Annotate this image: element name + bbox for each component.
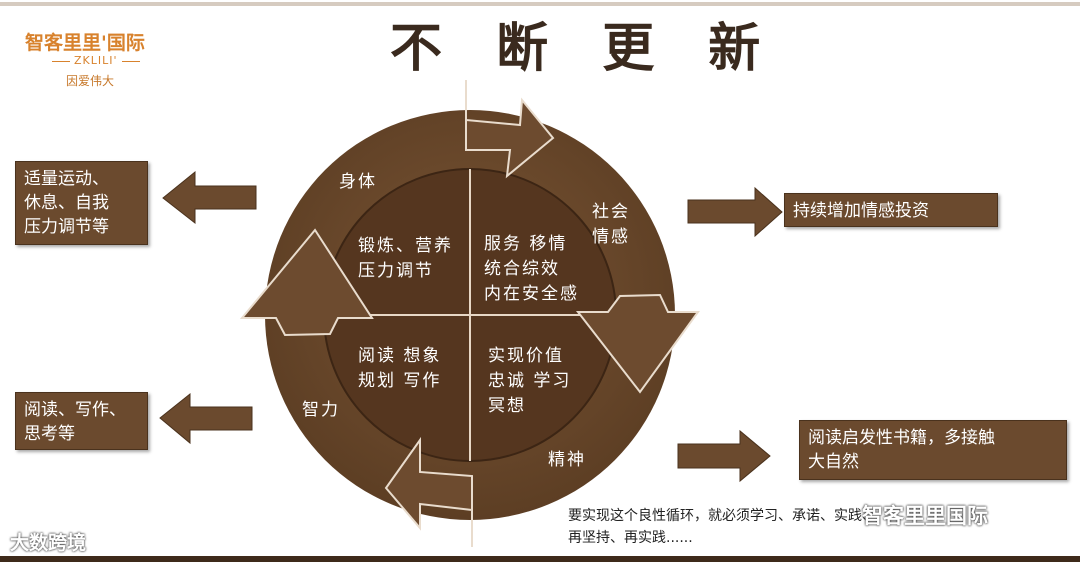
logo-subtext: ZKLILI' bbox=[48, 54, 144, 67]
box-line: 大自然 bbox=[808, 452, 859, 472]
box-line: 阅读、写作、 bbox=[24, 400, 126, 420]
footnote: 要实现这个良性循环，就必须学习、承诺、实践、 再坚持、再实践...... bbox=[568, 505, 898, 549]
cycle-arrow-left bbox=[239, 228, 374, 337]
quadrant-line: 规划 写作 bbox=[358, 371, 442, 391]
quadrant-top-left: 锻炼、营养 压力调节 bbox=[358, 234, 453, 284]
quadrant-line: 服务 移情 bbox=[484, 234, 568, 254]
side-box-intellect: 阅读、写作、 思考等 bbox=[15, 392, 148, 450]
cycle-label-spirit: 精神 bbox=[548, 450, 586, 470]
cycle-label-body: 身体 bbox=[339, 172, 377, 192]
box-line: 思考等 bbox=[24, 424, 75, 444]
page-title: 不 断 更 新 bbox=[390, 19, 779, 79]
box-line: 阅读启发性书籍，多接触 bbox=[808, 428, 995, 448]
arrow-right-social bbox=[687, 186, 783, 238]
footnote-line: 再坚持、再实践...... bbox=[568, 530, 693, 546]
quadrant-bottom-left: 阅读 想象 规划 写作 bbox=[358, 344, 441, 394]
box-line: 压力调节等 bbox=[24, 217, 109, 237]
cycle-arrow-bottom bbox=[384, 436, 473, 547]
bottom-border bbox=[0, 556, 1080, 562]
quadrant-line: 阅读 想象 bbox=[358, 346, 442, 366]
box-line: 休息、自我 bbox=[24, 193, 109, 213]
cycle-arrow-top bbox=[465, 80, 555, 179]
logo-tagline: 因爱伟大 bbox=[66, 74, 115, 88]
quadrant-line: 冥想 bbox=[488, 396, 526, 416]
arrow-left-body bbox=[162, 170, 257, 225]
quadrant-line: 统合综效 bbox=[484, 259, 560, 279]
logo-text: 智客里里'国际 bbox=[25, 32, 145, 54]
quadrant-line: 内在安全感 bbox=[484, 284, 579, 304]
side-box-social: 持续增加情感投资 bbox=[784, 193, 998, 227]
side-box-body: 适量运动、 休息、自我 压力调节等 bbox=[15, 161, 148, 245]
arrow-right-spirit bbox=[677, 429, 771, 483]
top-border bbox=[0, 2, 1080, 6]
box-line: 适量运动、 bbox=[24, 169, 109, 189]
quadrant-line: 锻炼、营养 bbox=[358, 236, 453, 256]
quadrant-line: 压力调节 bbox=[358, 261, 434, 281]
footnote-line: 要实现这个良性循环，就必须学习、承诺、实践、 bbox=[568, 508, 876, 524]
cycle-label-social: 社会情感 bbox=[592, 202, 630, 247]
quadrant-bottom-right: 实现价值 忠诚 学习 冥想 bbox=[488, 344, 571, 419]
watermark-right: 智客里里国际 bbox=[862, 504, 988, 528]
arrow-left-intellect bbox=[159, 392, 253, 445]
side-box-spirit: 阅读启发性书籍，多接触 大自然 bbox=[799, 420, 1067, 480]
watermark-left: 大数跨境 bbox=[10, 532, 87, 554]
quadrant-line: 实现价值 bbox=[488, 346, 564, 366]
box-line: 持续增加情感投资 bbox=[793, 201, 929, 221]
cycle-label-intellect: 智力 bbox=[302, 400, 340, 420]
quadrant-top-right: 服务 移情 统合综效 内在安全感 bbox=[484, 232, 579, 307]
quadrant-line: 忠诚 学习 bbox=[488, 371, 572, 391]
cycle-arrow-right bbox=[575, 293, 700, 394]
